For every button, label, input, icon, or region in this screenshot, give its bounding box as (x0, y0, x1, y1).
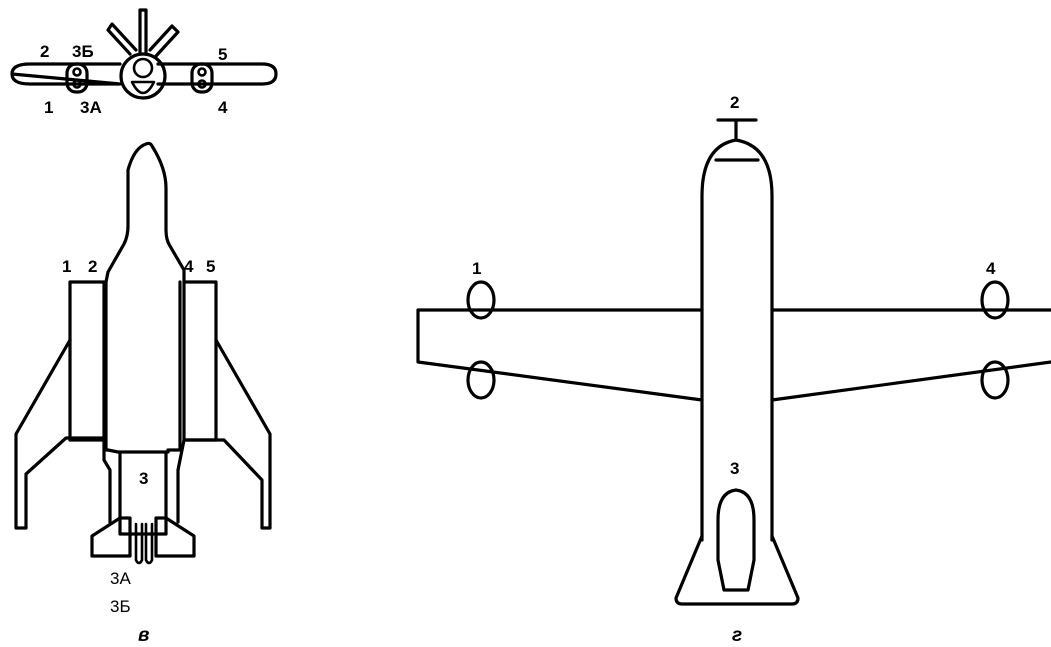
jet-right-engine (182, 280, 218, 442)
front-view-tail-fins (106, 8, 180, 58)
jet-left-wing (14, 338, 112, 530)
jet-fuselage (104, 141, 186, 454)
front-view-label-1: 1 (44, 98, 53, 117)
prop-right-wing (770, 308, 1051, 402)
front-view-right-nacelle (190, 62, 214, 94)
jet-label-3b: 3Б (110, 597, 131, 616)
front-view-engine-intake (132, 57, 154, 79)
prop-label-2: 2 (730, 93, 739, 112)
jet-tail-section (118, 450, 168, 536)
prop-tail-window (716, 488, 756, 592)
prop-top-view (416, 118, 1051, 606)
prop-left-propeller-front (466, 280, 496, 320)
front-view-cockpit (130, 80, 156, 95)
jet-label-1: 1 (62, 257, 71, 276)
prop-antenna (716, 118, 758, 142)
front-view-label-4: 4 (218, 98, 228, 117)
jet-nozzles (134, 522, 154, 565)
jet-top-view (14, 141, 272, 565)
caption-g: г (732, 625, 742, 646)
jet-label-4: 4 (184, 257, 194, 276)
jet-left-stabilizer (90, 516, 132, 558)
jet-label-3: 3 (139, 469, 148, 488)
jet-left-engine (68, 280, 106, 442)
front-view-label-3a: 3А (80, 98, 102, 117)
prop-right-propeller-front (980, 280, 1010, 320)
front-view-label-2: 2 (40, 42, 49, 61)
caption-v: в (138, 625, 149, 646)
prop-fuselage (700, 138, 774, 542)
prop-tail (674, 534, 800, 606)
front-view-label-5: 5 (218, 45, 227, 64)
prop-label-1: 1 (472, 259, 481, 278)
jet-right-stabilizer (154, 516, 196, 558)
jet-right-wing (176, 338, 272, 530)
prop-label-4: 4 (986, 259, 996, 278)
front-view-label-3b: 3Б (72, 42, 94, 61)
jet-label-3a: 3А (110, 569, 131, 588)
jet-label-5: 5 (206, 257, 215, 276)
prop-right-propeller-rear (980, 360, 1010, 400)
prop-left-propeller-rear (466, 360, 496, 400)
front-view-wing (10, 62, 278, 86)
jet-label-2: 2 (88, 257, 97, 276)
front-view-fuselage (119, 52, 167, 100)
front-view-left-nacelle (65, 62, 89, 94)
prop-label-3: 3 (730, 459, 739, 478)
front-view-aircraft (10, 8, 278, 100)
prop-left-wing (416, 308, 704, 402)
